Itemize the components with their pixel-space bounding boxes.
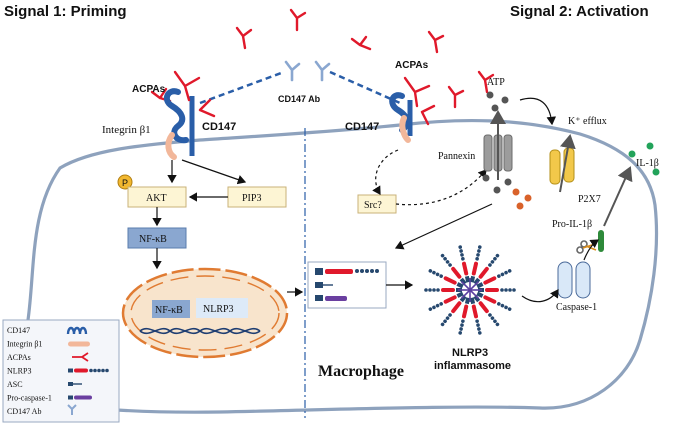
pro-il1b-shape [598,230,604,252]
p2x7-label: P2X7 [578,194,601,205]
inflammasome-unit [476,291,512,311]
inflammasome-core-spoke [469,280,480,291]
legend-symbol-cd147 [66,326,88,335]
inflammasome-unit [469,245,482,283]
src-label: Src? [364,200,382,211]
arrow-atp-p2x7 [519,97,557,126]
legend-label-cd147: CD147 [7,326,30,335]
acpas-right-label: ACPAs [395,60,429,71]
legend-symbol-procaspase [68,395,92,400]
caspase1-label: Caspase-1 [556,302,597,313]
inflammasome-unit [458,297,471,335]
legend-label-nlrp3: NLRP3 [7,367,31,376]
nucleus-nlrp3-label: NLRP3 [203,304,234,315]
inflammasome-core-spoke [460,289,471,300]
arrow-integrin-pip3 [181,159,247,185]
phospho-label: P [122,178,128,188]
nucleus-nlrp3-box [196,298,248,318]
inflammasome-label-1: NLRP3 [452,347,488,359]
inflammasome-unit [476,269,512,289]
p2x7-channel [549,147,575,185]
heading-priming: Signal 1: Priming [4,3,127,20]
legend-label-integrin: Integrin β1 [7,340,42,349]
nucleus-inner [130,275,280,351]
inflammasome-unit [473,253,500,285]
legend-label-cd147ab: CD147 Ab [7,407,41,416]
inflammasome-label-2: inflammasome [434,360,511,372]
arrow-receptor-src [372,149,399,196]
legend-symbol-antibody [72,352,89,362]
dna-helix [139,327,261,335]
nucleus-nfkb-label: NF-κB [155,305,183,316]
il1b-label: IL-1β [636,158,659,169]
inflammasome-unit [424,288,462,292]
pannexin-label: Pannexin [438,151,475,162]
pip3-label: PIP3 [242,193,261,204]
cd147-ab-symbols [284,60,331,82]
legend-symbol-nlrp3 [68,368,109,373]
legend-symbol-cd147ab [67,404,77,415]
akt-label: AKT [146,193,167,204]
right-receptor [389,76,436,143]
arrow-caspase-pro-il1b [583,239,599,261]
pro-il1b-label: Pro-IL-1β [552,219,592,230]
acpas-left-label: ACPAs [132,84,166,95]
potassium-dots [512,188,532,210]
cd147-left-label: CD147 [202,121,236,133]
phospho-badge [117,174,133,190]
inflammasome-unit [469,297,482,335]
caspase1-cylinders [557,261,591,299]
inflammasome-unit [428,269,464,289]
legend-symbol-integrin [68,341,90,347]
scissors-icon [576,240,597,254]
inflammasome-unit [473,295,500,327]
heading-activation: Signal 2: Activation [510,3,649,20]
inflammasome-unit [428,291,464,311]
legend-label-asc: ASC [7,380,23,389]
inflammasome-unit [458,245,471,283]
k-efflux-label: K⁺ efflux [568,116,607,127]
nfkb-label: NF-κB [139,234,167,245]
arrow-il1b-out [603,166,633,227]
ab-dash-left [199,70,285,105]
legend-symbol-asc [68,382,82,386]
legend-label-antibody: ACPAs [7,353,31,362]
nlrp3-inflammasome [424,245,516,335]
cd147-right-label: CD147 [345,121,379,133]
arrow-activation-down [394,203,493,250]
components-icons [315,268,379,301]
il1b-dots [628,142,660,176]
arrow-k-out [559,134,576,193]
nucleus-nfkb-box [152,300,190,318]
atp-dots [482,91,512,194]
inflammasome-core-spoke [469,289,480,300]
inflammasome-unit [440,295,467,327]
ab-dash-right [329,70,401,105]
inflammasome-unit [440,253,467,285]
free-acpas [150,8,495,109]
left-receptor [163,70,216,160]
integrin-label: Integrin β1 [102,124,151,136]
legend-label-procaspase: Pro-caspase-1 [7,394,52,403]
arrow-inflammasome-caspase [521,289,559,303]
inflammasome-unit [478,288,516,292]
cd147-ab-label: CD147 Ab [278,94,321,104]
inflammasome-core-spoke [460,280,471,291]
macrophage-label: Macrophage [318,363,404,380]
arrow-src-pannexin [395,169,487,206]
atp-label: ATP [487,77,505,88]
